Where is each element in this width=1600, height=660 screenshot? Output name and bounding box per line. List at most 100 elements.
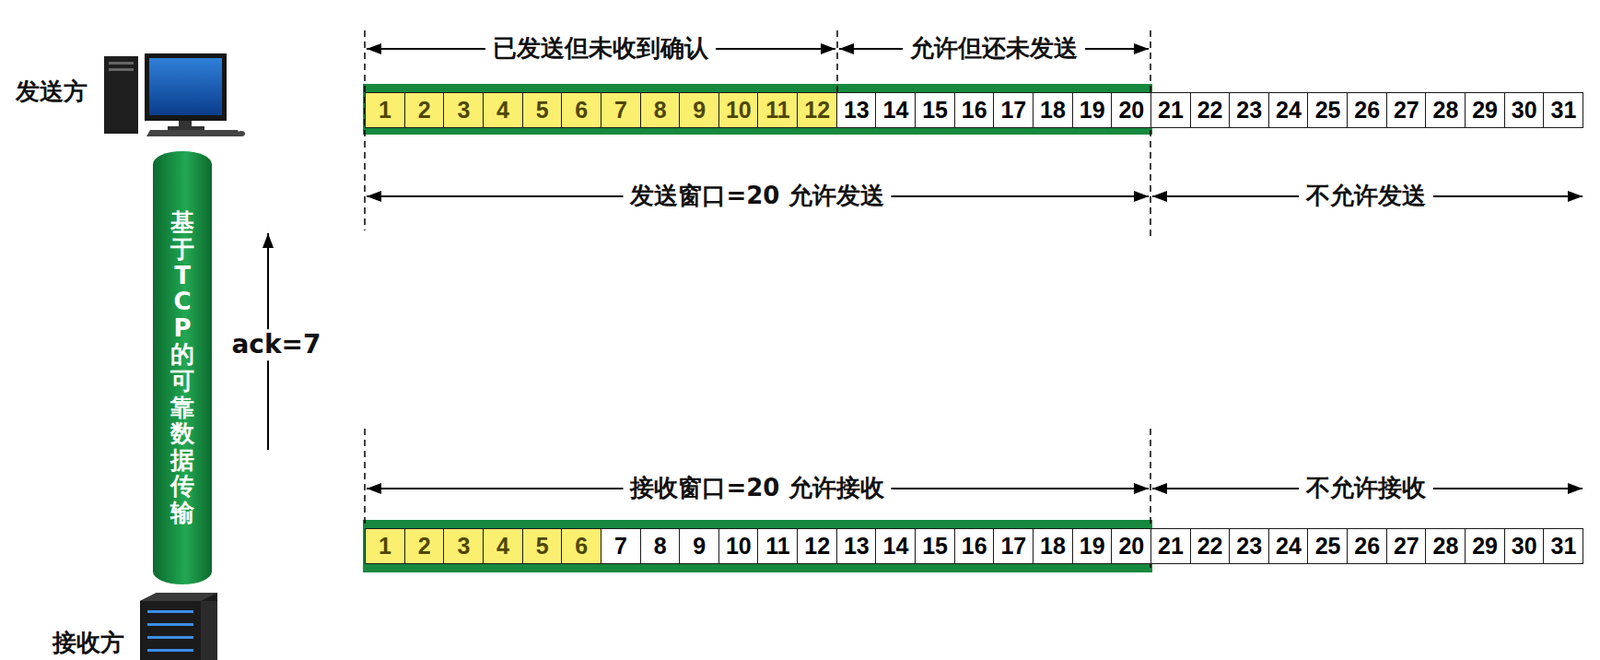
range-label: 允许但还未发送 <box>902 34 1086 63</box>
range-label: 已发送但未收到确认 <box>485 34 716 63</box>
window-cell-used: 1 <box>364 92 406 129</box>
server-body <box>140 592 218 660</box>
keyboard <box>146 129 242 137</box>
sender-label: 发送方 <box>15 77 88 106</box>
window-cell: 29 <box>1464 92 1506 129</box>
window-cell: 17 <box>992 92 1034 129</box>
dashed-guide <box>836 30 839 93</box>
range-arrows <box>268 48 1583 489</box>
send-window-band <box>362 83 1153 135</box>
sequence-number: 24 <box>1275 534 1302 558</box>
monitor-screen <box>149 58 222 116</box>
window-cell-used: 7 <box>600 92 642 129</box>
window-cell: 29 <box>1464 527 1506 564</box>
window-cell-used: 4 <box>482 527 524 564</box>
sequence-number: 13 <box>843 98 870 122</box>
window-label: 发送窗口=20 允许发送 <box>622 181 891 211</box>
window-cell: 14 <box>875 527 916 564</box>
sequence-number: 31 <box>1551 534 1577 558</box>
window-cell: 14 <box>875 92 916 129</box>
window-cell-used: 9 <box>678 92 720 129</box>
sequence-number: 26 <box>1354 98 1380 122</box>
window-cell: 24 <box>1268 92 1309 129</box>
sequence-number: 10 <box>725 98 752 122</box>
sequence-number: 22 <box>1197 98 1224 122</box>
window-cell: 24 <box>1268 527 1309 564</box>
window-cell: 19 <box>1072 527 1113 564</box>
window-cell: 27 <box>1386 527 1427 564</box>
server-led <box>147 635 194 639</box>
sequence-number: 7 <box>614 98 628 122</box>
window-cell: 15 <box>914 527 956 564</box>
sequence-number: 4 <box>496 98 510 122</box>
window-cell-used: 6 <box>560 92 602 129</box>
window-cell: 23 <box>1228 92 1270 129</box>
sequence-number: 27 <box>1393 98 1420 122</box>
window-cell: 8 <box>640 527 681 564</box>
sequence-number: 3 <box>456 534 470 558</box>
window-cell-used: 12 <box>796 92 838 129</box>
sequence-number: 15 <box>922 98 948 122</box>
server-led <box>147 622 194 626</box>
monitor-stand <box>178 120 192 128</box>
window-cell: 20 <box>1110 527 1152 564</box>
sequence-number: 28 <box>1433 98 1460 122</box>
sequence-number: 19 <box>1079 534 1106 558</box>
pc-tower <box>104 56 139 134</box>
sequence-number: 2 <box>418 534 432 558</box>
receiver-label: 接收方 <box>52 628 125 657</box>
sequence-number: 5 <box>536 534 549 558</box>
sequence-number: 21 <box>1157 534 1184 558</box>
window-cell: 22 <box>1190 92 1231 129</box>
sequence-number: 31 <box>1551 98 1577 122</box>
sequence-number: 8 <box>654 534 667 558</box>
pc-tower-slot <box>108 68 134 71</box>
window-cell: 30 <box>1504 92 1545 129</box>
window-cell-used: 2 <box>404 527 445 564</box>
window-cell-used: 4 <box>482 92 524 129</box>
sequence-number: 9 <box>692 534 706 558</box>
window-cell: 18 <box>1032 92 1074 129</box>
sequence-number: 10 <box>725 534 752 558</box>
window-cell: 31 <box>1542 92 1584 129</box>
sequence-number: 29 <box>1471 534 1498 558</box>
window-cell-used: 3 <box>443 527 484 564</box>
sequence-number: 1 <box>378 534 392 558</box>
sequence-number: 1 <box>378 98 392 122</box>
server-top <box>140 592 218 601</box>
window-cell: 16 <box>954 92 995 129</box>
sequence-number: 2 <box>418 98 432 122</box>
window-cell: 31 <box>1542 527 1584 564</box>
window-cell-used: 10 <box>718 92 760 129</box>
window-cell: 23 <box>1228 527 1270 564</box>
sequence-number: 26 <box>1354 534 1380 558</box>
sequence-number: 20 <box>1118 98 1145 122</box>
sequence-number: 4 <box>496 534 510 558</box>
receiver-server-icon <box>140 592 218 660</box>
window-cell-used: 1 <box>364 527 406 564</box>
sequence-number: 23 <box>1236 98 1262 122</box>
dashed-guides <box>364 30 1151 572</box>
sequence-number: 15 <box>922 534 948 558</box>
server-led <box>147 648 194 652</box>
sequence-number: 7 <box>614 534 628 558</box>
window-cell: 21 <box>1150 527 1192 564</box>
window-cell: 21 <box>1150 92 1192 129</box>
window-cell-used: 5 <box>522 527 563 564</box>
monitor-stand <box>167 126 205 130</box>
sequence-number: 11 <box>765 98 790 122</box>
sequence-number: 16 <box>961 534 988 558</box>
sequence-number: 21 <box>1157 98 1184 122</box>
window-cell-used: 8 <box>640 92 681 129</box>
window-cell: 26 <box>1346 92 1388 129</box>
window-label: 接收窗口=20 允许接收 <box>622 473 891 503</box>
window-cell: 7 <box>600 527 642 564</box>
sequence-number: 12 <box>804 98 830 122</box>
sequence-number: 3 <box>456 98 470 122</box>
range-label: 不允许发送 <box>1298 181 1434 211</box>
dashed-guide <box>363 428 366 527</box>
sequence-number: 17 <box>1000 534 1027 558</box>
window-cell: 19 <box>1072 92 1113 129</box>
window-cell: 26 <box>1346 527 1388 564</box>
